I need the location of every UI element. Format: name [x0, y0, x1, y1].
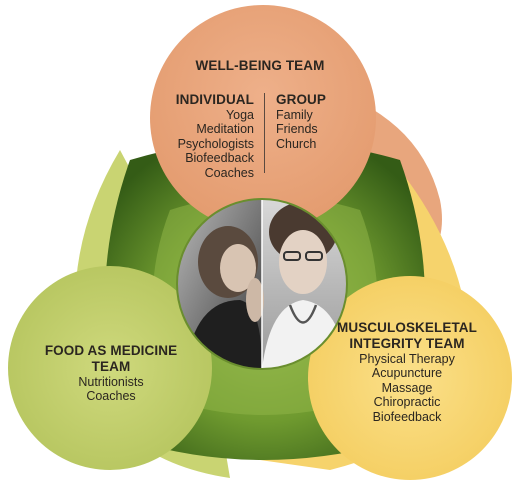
- musculoskeletal-circle: [308, 276, 512, 480]
- wellbeing-title: WELL-BEING TEAM: [195, 58, 325, 73]
- food-circle: [8, 266, 212, 470]
- group-item: Family: [276, 108, 313, 122]
- musculoskeletal-title-line1: MUSCULOSKELETAL: [337, 320, 477, 335]
- musculoskeletal-item: Chiropractic: [373, 395, 441, 410]
- food-item: Coaches: [86, 389, 136, 404]
- musculoskeletal-team-text: MUSCULOSKELETAL INTEGRITY TEAM Physical …: [333, 320, 481, 424]
- group-heading: GROUP: [276, 92, 327, 107]
- wellbeing-column-divider: [264, 93, 265, 173]
- food-title-line1: FOOD AS MEDICINE: [44, 343, 178, 358]
- wellbeing-group-column: GROUP Family Friends Church: [276, 92, 366, 151]
- food-item: Nutritionists: [78, 375, 144, 389]
- individual-item: Meditation: [196, 122, 254, 137]
- individual-item: Yoga: [225, 108, 254, 122]
- wellbeing-individual-column: INDIVIDUAL Yoga Meditation Psychologists…: [150, 92, 254, 180]
- musculoskeletal-title-line2: INTEGRITY TEAM: [349, 336, 465, 351]
- individual-item: Psychologists: [177, 136, 254, 151]
- musculoskeletal-item: Massage: [381, 380, 433, 395]
- individual-heading: INDIVIDUAL: [175, 92, 254, 107]
- musculoskeletal-item: Physical Therapy: [359, 352, 455, 366]
- musculoskeletal-item: Biofeedback: [372, 409, 442, 424]
- group-item: Church: [276, 136, 317, 151]
- group-item: Friends: [276, 122, 318, 137]
- wellbeing-circle: [150, 5, 376, 231]
- individual-item: Coaches: [204, 165, 254, 180]
- musculoskeletal-item: Acupuncture: [371, 366, 443, 381]
- food-title-line2: TEAM: [91, 359, 131, 374]
- food-team-text: FOOD AS MEDICINE TEAM Nutritionists Coac…: [36, 343, 186, 404]
- individual-item: Biofeedback: [185, 151, 254, 166]
- photo-ring: [176, 198, 348, 370]
